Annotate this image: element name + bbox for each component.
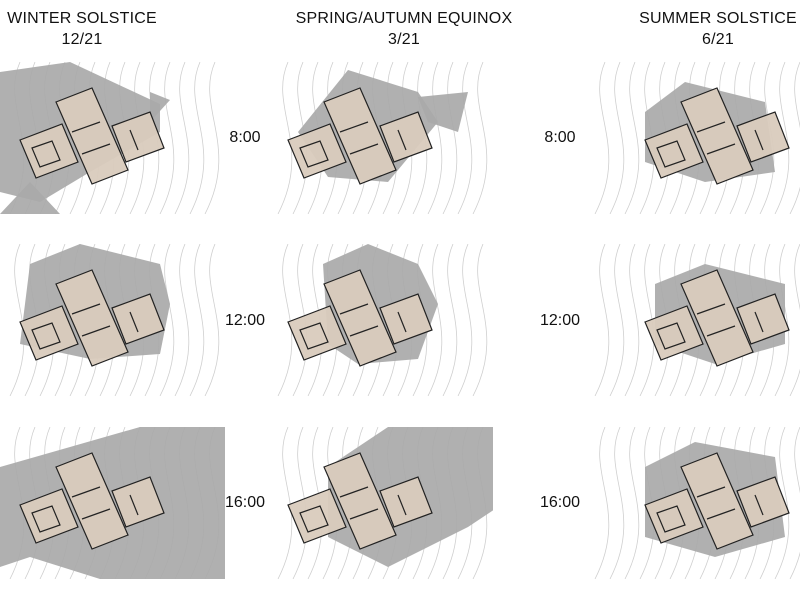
- building-plan: [644, 269, 790, 367]
- heading-date: 12/21: [61, 31, 103, 48]
- time-label-noon-right: 12:00: [539, 312, 581, 329]
- time-label-4pm-right: 16:00: [539, 494, 581, 511]
- site-plan-summer-noon: [594, 244, 800, 396]
- heading-title: SUMMER SOLSTICE: [639, 10, 797, 27]
- time-label-4pm-left: 16:00: [224, 494, 266, 511]
- heading-title: SPRING/AUTUMN EQUINOX: [295, 10, 513, 27]
- site-plan-summer-4pm: [594, 427, 800, 579]
- time-label-noon-left: 12:00: [224, 312, 266, 329]
- site-plan-winter-4pm: [0, 427, 225, 579]
- building-plan: [287, 87, 433, 185]
- time-label-8am-left: 8:00: [229, 129, 261, 146]
- column-heading-equinox: SPRING/AUTUMN EQUINOX 3/21: [274, 8, 534, 50]
- building-plan: [287, 269, 433, 367]
- building-plan: [644, 452, 790, 550]
- site-plan-equinox-noon: [277, 244, 488, 396]
- time-label-8am-right: 8:00: [544, 129, 576, 146]
- site-plan-equinox-8am: [277, 62, 488, 214]
- site-plan-winter-8am: [0, 62, 220, 214]
- site-plan-winter-noon: [9, 244, 220, 396]
- building-plan: [644, 87, 790, 185]
- building-plan: [19, 269, 165, 367]
- site-plan-summer-8am: [594, 62, 800, 214]
- heading-date: 6/21: [702, 31, 734, 48]
- heading-title: WINTER SOLSTICE: [7, 10, 157, 27]
- building-plan: [287, 452, 433, 550]
- heading-date: 3/21: [388, 31, 420, 48]
- column-heading-summer: SUMMER SOLSTICE 6/21: [588, 8, 800, 50]
- column-heading-winter: WINTER SOLSTICE 12/21: [0, 8, 212, 50]
- site-plan-equinox-4pm: [277, 427, 493, 579]
- building-plan: [19, 452, 165, 550]
- building-plan: [19, 87, 165, 185]
